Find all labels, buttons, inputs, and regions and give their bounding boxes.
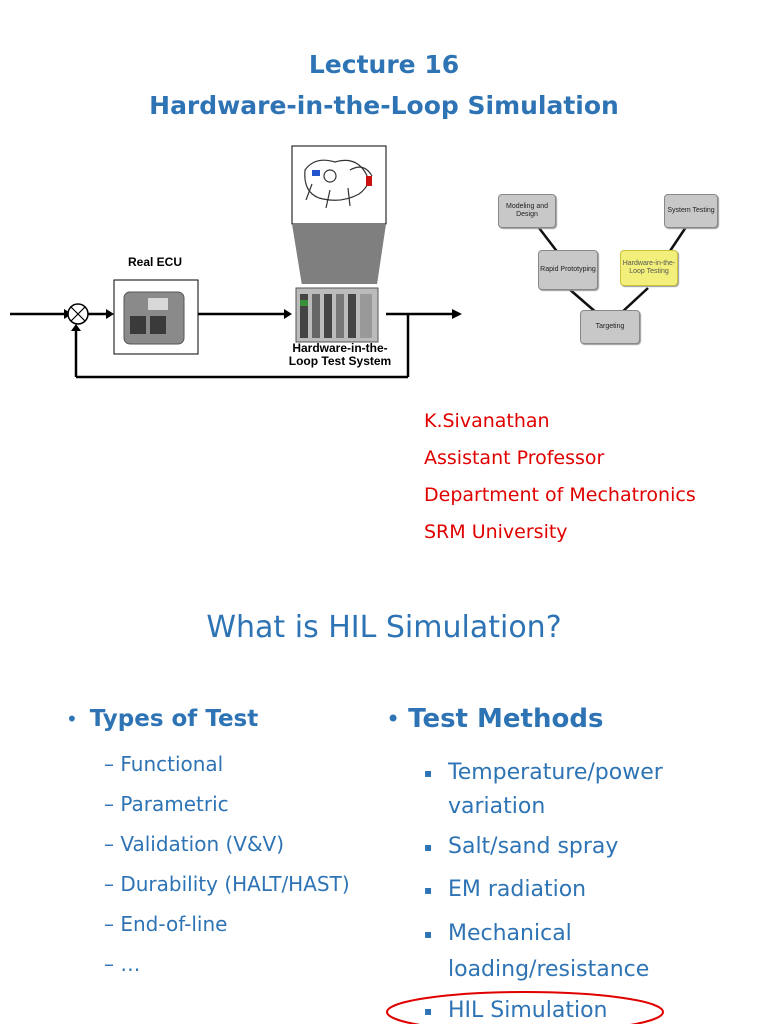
- list-item: ▪ Temperature/power variation: [424, 760, 663, 819]
- list-item: – Validation (V&V): [104, 832, 285, 856]
- vmodel-system-testing-node: System Testing: [664, 194, 718, 228]
- list-item: – Parametric: [104, 792, 229, 816]
- test-methods-heading: •Test Methods: [386, 704, 604, 734]
- list-item: – Durability (HALT/HAST): [104, 872, 350, 896]
- list-item: – Functional: [104, 752, 224, 776]
- hil-rack-icon: [295, 287, 379, 343]
- hil-block-diagram: [10, 145, 462, 379]
- list-item: – End-of-line: [104, 912, 228, 936]
- list-item: – …: [104, 952, 141, 976]
- zoom-funnel: [292, 224, 386, 298]
- author-name: K.Sivanathan: [424, 410, 550, 432]
- engine-blue-marker: [312, 170, 320, 176]
- hil-system-label-line1: Hardware-in-the-: [292, 341, 388, 355]
- list-item-hil-simulation: ▪ HIL Simulation: [424, 998, 608, 1023]
- vmodel-rapid-prototyping-node: Rapid Prototyping: [538, 250, 598, 290]
- list-item: ▪ Mechanical loading/resistance: [424, 921, 650, 982]
- vmodel-hil-testing-node: Hardware-in-the-Loop Testing: [620, 250, 678, 286]
- vmodel-modeling-node: Modeling and Design: [498, 194, 556, 228]
- author-position: Assistant Professor: [424, 447, 605, 469]
- lecture-title: Hardware-in-the-Loop Simulation: [149, 91, 619, 120]
- highlight-oval: [386, 991, 664, 1024]
- real-ecu-label: Real ECU: [127, 255, 183, 269]
- section-heading: What is HIL Simulation?: [206, 610, 562, 645]
- bullet-dot-icon: •: [386, 705, 401, 733]
- engine-red-marker: [366, 176, 372, 186]
- types-of-test-heading: •Types of Test: [66, 706, 259, 732]
- ecu-device-icon: [123, 291, 185, 345]
- v-model-connectors: [535, 223, 690, 315]
- author-department: Department of Mechatronics: [424, 484, 696, 506]
- hil-system-label-line2: Loop Test System: [288, 354, 392, 368]
- bullet-dot-icon: •: [66, 707, 78, 731]
- list-item: ▪ EM radiation: [424, 877, 587, 902]
- list-item: ▪ Salt/sand spray: [424, 834, 619, 859]
- lecture-number: Lecture 16: [308, 50, 460, 79]
- vmodel-targeting-node: Targeting: [580, 310, 640, 344]
- author-university: SRM University: [424, 521, 568, 543]
